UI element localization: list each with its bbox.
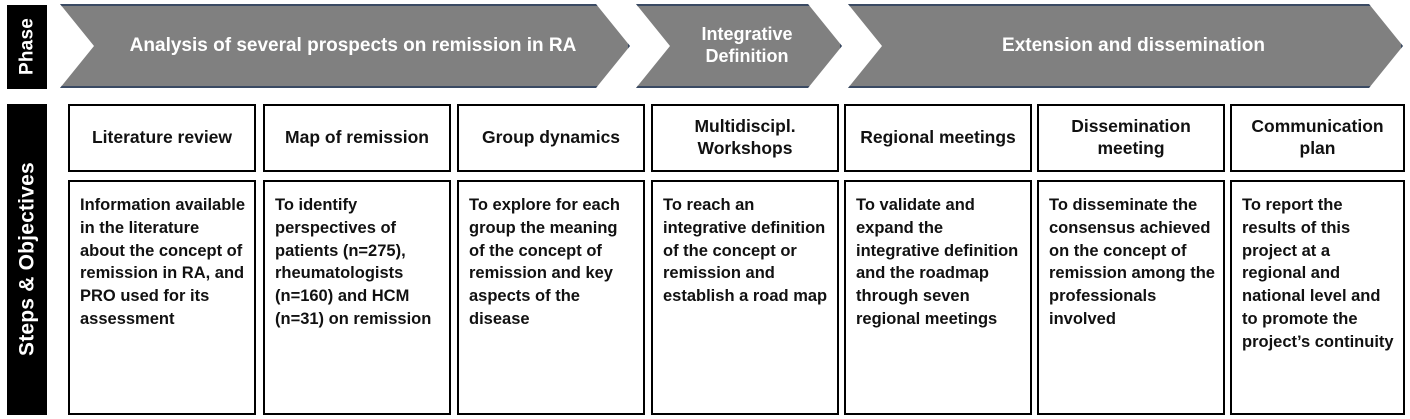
step-objective: To disseminate the consensus achieved on…	[1037, 180, 1225, 415]
step-title: Literature review	[68, 104, 256, 172]
phase-arrow-extension-dissemination: Extension and dissemination	[848, 4, 1403, 88]
step-title: Dissemination meeting	[1037, 104, 1225, 172]
phase-arrow-label: Integrative Definition	[701, 24, 793, 66]
step-column-2: Map of remission To identify perspective…	[263, 104, 451, 415]
step-column-3: Group dynamics To explore for each group…	[457, 104, 645, 415]
step-column-1: Literature review Information available …	[68, 104, 256, 415]
step-objective: To report the results of this project at…	[1230, 180, 1405, 415]
row-label-phase: Phase	[7, 5, 47, 89]
step-objective: To identify perspectives of patients (n=…	[263, 180, 451, 415]
phase-arrow-label: Analysis of several prospects on remissi…	[129, 35, 577, 57]
step-objective: To reach an integrative definition of th…	[651, 180, 839, 415]
step-title: Map of remission	[263, 104, 451, 172]
step-column-5: Regional meetings To validate and expand…	[844, 104, 1032, 415]
step-title: Communication plan	[1230, 104, 1405, 172]
phase-arrow-integrative-definition: Integrative Definition	[636, 4, 842, 88]
phase-arrow-analysis: Analysis of several prospects on remissi…	[60, 4, 630, 88]
step-objective: Information available in the literature …	[68, 180, 256, 415]
step-column-4: Multidiscipl. Workshops To reach an inte…	[651, 104, 839, 415]
step-column-6: Dissemination meeting To disseminate the…	[1037, 104, 1225, 415]
step-column-7: Communication plan To report the results…	[1230, 104, 1405, 415]
step-title: Multidiscipl. Workshops	[651, 104, 839, 172]
step-objective: To validate and expand the integrative d…	[844, 180, 1032, 415]
step-title: Group dynamics	[457, 104, 645, 172]
phase-arrow-label: Extension and dissemination	[1002, 35, 1265, 57]
step-objective: To explore for each group the meaning of…	[457, 180, 645, 415]
step-title: Regional meetings	[844, 104, 1032, 172]
row-label-steps-objectives: Steps & Objectives	[7, 104, 47, 415]
